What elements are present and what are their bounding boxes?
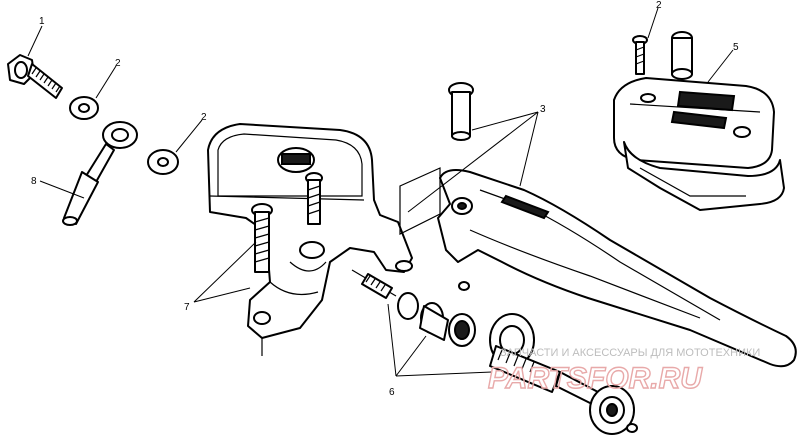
crush-washer-upper: [69, 96, 99, 120]
clamp-screw-front: [251, 203, 273, 273]
leader-lines: [27, 7, 734, 377]
clamp-screw-rear: [305, 172, 323, 225]
callout-2-washer: 2: [115, 58, 121, 69]
brake-hose-banjo: [62, 121, 138, 226]
watermark: ЗАПЧАСТИ И АКСЕССУАРЫ ДЛЯ МОТОТЕХНИКИ PA…: [487, 347, 760, 396]
reservoir-plunger: [671, 31, 693, 80]
reservoir-cover-assembly: [613, 77, 785, 211]
callout-8: 8: [31, 176, 37, 187]
callout-2-washer-lower: 2: [201, 112, 207, 123]
crush-washer-lower: [147, 149, 179, 175]
banjo-bolt: [7, 54, 63, 99]
lever-pivot-pin: [448, 82, 474, 141]
dust-boot: [589, 385, 638, 435]
watermark-brand: PARTSFOR.RU: [488, 362, 703, 395]
callout-6: 6: [389, 387, 395, 398]
reservoir-cover-screw: [632, 35, 648, 75]
piston-assembly: [351, 269, 599, 405]
master-cylinder-body: [207, 123, 413, 356]
brake-lever: [399, 167, 797, 368]
callout-2-screw: 2: [656, 0, 662, 11]
callout-1: 1: [39, 16, 45, 27]
callout-3: 3: [540, 104, 546, 115]
callout-5: 5: [733, 42, 739, 53]
watermark-tagline: ЗАПЧАСТИ И АКСЕССУАРЫ ДЛЯ МОТОТЕХНИКИ: [500, 347, 760, 359]
callout-7: 7: [184, 302, 190, 313]
